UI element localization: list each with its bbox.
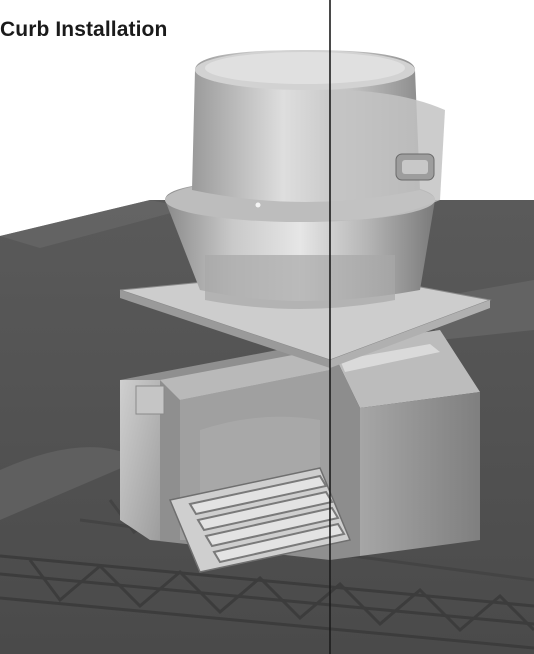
figure-title: Curb Installation (0, 18, 168, 41)
support-truss (0, 554, 534, 650)
fan-lid (192, 50, 445, 221)
curb-right (330, 330, 480, 560)
damper (168, 467, 352, 573)
